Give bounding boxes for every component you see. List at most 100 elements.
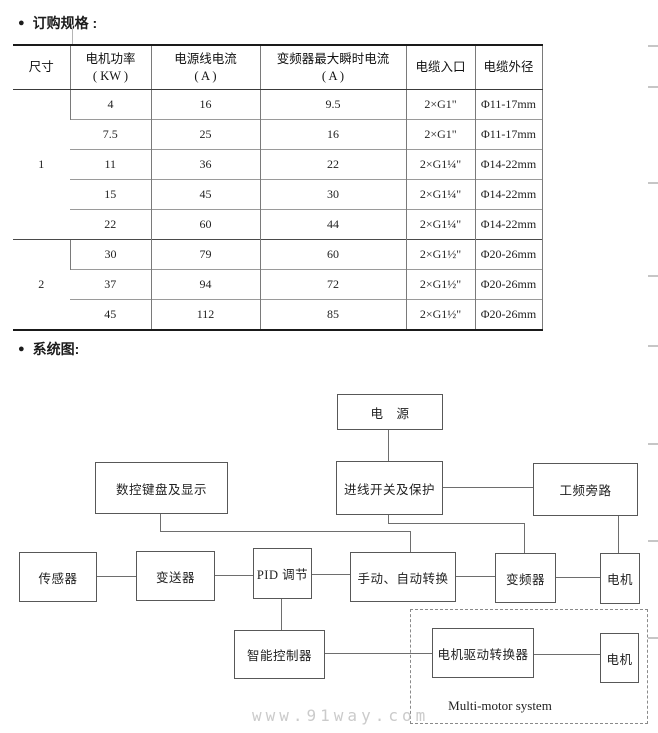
table-row: 1 4 16 9.5 2×G1" Φ11-17mm — [13, 89, 543, 171]
connector-power-to-incoming — [388, 428, 389, 461]
cell: 15 — [70, 179, 151, 210]
cell: 16 — [150, 89, 260, 120]
scan-mark — [648, 45, 658, 47]
inverter-box: 变频器 — [495, 553, 556, 603]
connector-inverter-to-motor — [554, 577, 600, 578]
connector-pid-to-controller — [281, 597, 282, 630]
table-row: 45 112 85 2×G1½" Φ20-26mm — [13, 299, 543, 330]
cell: 37 — [70, 269, 151, 300]
cell: 2×G1¼" — [405, 149, 475, 180]
connector-incoming-to-bypass — [441, 487, 533, 488]
connector-controller-to-drive — [323, 653, 432, 654]
power-source-box: 电 源 — [337, 394, 443, 430]
col-header-motor-power: 电机功率( KW ) — [69, 45, 151, 90]
connector-keypad-to-manual-auto — [410, 531, 411, 552]
sensor-box: 传感器 — [19, 552, 97, 602]
scan-mark — [648, 345, 658, 347]
cell: 2×G1½" — [405, 239, 475, 270]
scan-mark — [648, 86, 658, 88]
multi-motor-system-region — [410, 609, 648, 724]
intelligent-controller-box: 智能控制器 — [234, 630, 325, 679]
connector-manual-auto-to-inverter — [454, 576, 495, 577]
cell: 16 — [259, 119, 406, 150]
cell: 2×G1" — [405, 119, 475, 150]
cell: 22 — [70, 209, 151, 240]
scan-mark — [648, 443, 658, 445]
system-diagram-title: ● 系统图: — [18, 339, 79, 359]
connector-transmitter-to-pid — [213, 575, 253, 576]
cell: 60 — [150, 209, 260, 240]
col-header-supply-current: 电源线电流( A ) — [150, 45, 260, 90]
cell: 112 — [150, 299, 260, 330]
cell: 7.5 — [70, 119, 151, 150]
cell: 2×G1¼" — [405, 179, 475, 210]
cell: 45 — [150, 179, 260, 210]
multi-motor-system-label: Multi-motor system — [448, 698, 552, 713]
cell: 11 — [70, 149, 151, 180]
keypad-display-box: 数控键盘及显示 — [95, 462, 228, 514]
cell: Φ11-17mm — [474, 119, 543, 150]
connector-keypad-run — [160, 531, 411, 532]
cell: 45 — [70, 299, 151, 330]
cell: 79 — [150, 239, 260, 270]
cell: Φ14-22mm — [474, 179, 543, 210]
connector-drive-to-motor — [532, 654, 600, 655]
size-group-cell: 1 — [38, 157, 45, 171]
size-group-cell: 2 — [13, 239, 70, 330]
connector-bypass-to-motor — [618, 514, 619, 553]
transmitter-box: 变送器 — [136, 551, 215, 601]
cell: 30 — [259, 179, 406, 210]
cell: 4 — [69, 89, 151, 120]
cell: 2×G1½" — [405, 269, 475, 300]
system-diagram-title-text: 系统图: — [32, 341, 80, 357]
cell: 36 — [150, 149, 260, 180]
cell: 2×G1" — [405, 89, 475, 120]
table-row: 37 94 72 2×G1½" Φ20-26mm — [13, 269, 543, 300]
cell: Φ20-26mm — [474, 299, 543, 330]
connector-incoming-drop — [388, 513, 389, 523]
cell: 94 — [150, 269, 260, 300]
col-header-max-inst-current: 变频器最大瞬时电流( A ) — [259, 45, 406, 90]
scan-mark — [648, 637, 658, 639]
cell: Φ20-26mm — [474, 239, 543, 270]
cell: 60 — [259, 239, 406, 270]
motor-box-top: 电机 — [600, 553, 640, 604]
cell: Φ20-26mm — [474, 269, 543, 300]
bullet-icon: ● — [18, 342, 25, 355]
table-row: 7.5 25 16 2×G1" Φ11-17mm — [13, 119, 543, 150]
ordering-spec-title: ● 订购规格 : — [18, 13, 97, 33]
bullet-icon: ● — [18, 16, 25, 29]
col-header-cable-od: 电缆外径 — [474, 45, 543, 90]
table-header-row: 尺寸 电机功率( KW ) 电源线电流( A ) 变频器最大瞬时电流( A ) … — [13, 45, 543, 90]
motor-box-bottom: 电机 — [600, 633, 639, 683]
connector-incoming-to-inverter — [524, 523, 525, 553]
table-row: 22 60 44 2×G1¼" Φ14-22mm — [13, 209, 543, 240]
ordering-spec-title-text: 订购规格 : — [32, 15, 98, 31]
cell: 25 — [150, 119, 260, 150]
table-row: 11 36 22 2×G1¼" Φ14-22mm — [13, 149, 543, 180]
ordering-spec-table: 尺寸 电机功率( KW ) 电源线电流( A ) 变频器最大瞬时电流( A ) … — [13, 44, 543, 331]
cell: 30 — [69, 239, 151, 270]
table-row: 2 30 79 60 2×G1½" Φ20-26mm — [13, 239, 543, 330]
scan-artifact-line — [72, 27, 73, 44]
connector-sensor-to-transmitter — [95, 576, 136, 577]
cell: Φ14-22mm — [474, 149, 543, 180]
pid-regulator-box: PID 调节 — [253, 548, 312, 599]
cell: Φ11-17mm — [474, 89, 543, 120]
cell: 44 — [259, 209, 406, 240]
scan-mark — [648, 540, 658, 542]
cell: 22 — [259, 149, 406, 180]
cell: 72 — [259, 269, 406, 300]
watermark: www.91way.com — [252, 706, 430, 725]
cell: 85 — [259, 299, 406, 330]
power-frequency-bypass-box: 工频旁路 — [533, 463, 638, 516]
connector-pid-to-manual-auto — [310, 574, 350, 575]
cell: 2×G1½" — [405, 299, 475, 330]
incoming-switch-protection-box: 进线开关及保护 — [336, 461, 443, 515]
connector-keypad-drop — [160, 512, 161, 531]
cell: Φ14-22mm — [474, 209, 543, 240]
table-row: 15 45 30 2×G1¼" Φ14-22mm — [13, 179, 543, 210]
connector-incoming-run — [388, 523, 525, 524]
col-header-size: 尺寸 — [13, 45, 70, 90]
